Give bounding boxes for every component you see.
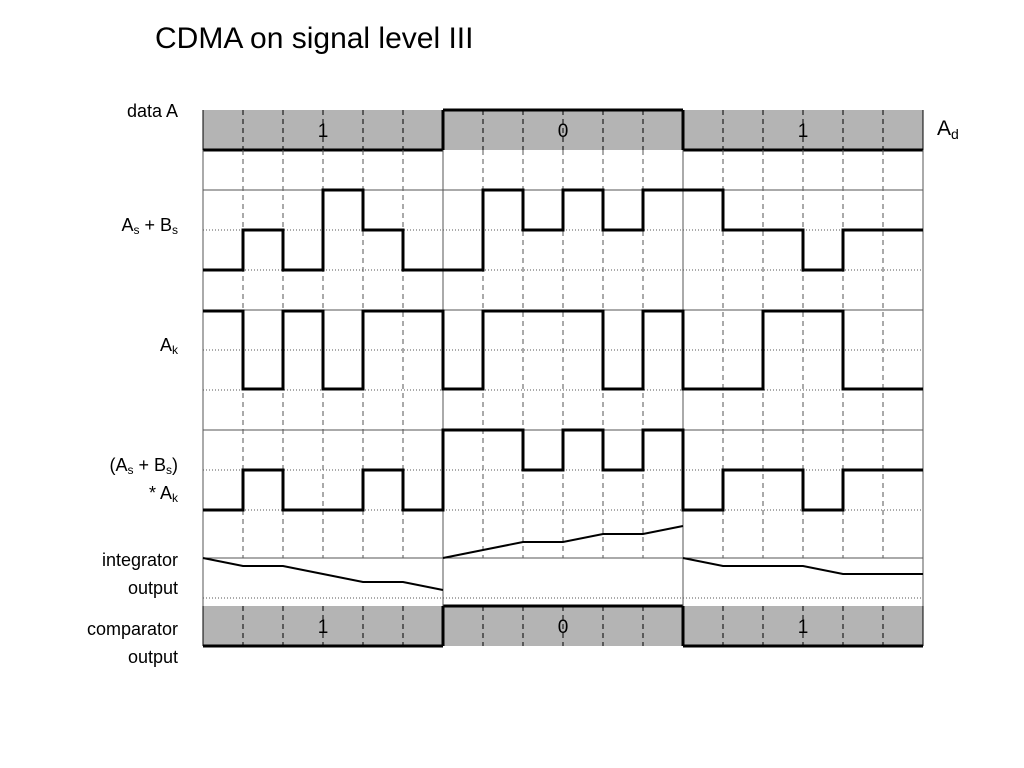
data-a-bit-label-0: 1 (318, 121, 329, 142)
label-ad: Ad (937, 117, 959, 142)
label-ak: Ak (159, 335, 178, 357)
label-comparator-output: output (127, 647, 178, 667)
label-data-a: data A (126, 101, 178, 121)
ak-waveform (203, 309, 923, 391)
product-waveform (203, 428, 923, 512)
label-integrator-output: output (127, 578, 178, 598)
slide-title: CDMA on signal level III (155, 22, 474, 55)
comparator-bit-label-0: 1 (318, 617, 329, 638)
as-plus-bs-waveform (203, 188, 923, 272)
data-a-bit-label-1: 0 (558, 121, 569, 142)
data-a-bit-label-2: 1 (798, 121, 809, 142)
label-integrator: integrator (101, 550, 178, 570)
integrator-segment-0 (202, 557, 444, 591)
label-product-ak: * Ak (148, 483, 178, 505)
comparator-bit-label-2: 1 (798, 617, 809, 638)
integrator-segment-1 (442, 525, 684, 559)
label-as-plus-bs: As + Bs (121, 215, 178, 237)
label-product: (As + Bs) (109, 455, 178, 477)
label-comparator: comparator (86, 619, 178, 639)
comparator-bit-label-1: 0 (558, 617, 569, 638)
integrator-segment-2 (682, 557, 923, 575)
